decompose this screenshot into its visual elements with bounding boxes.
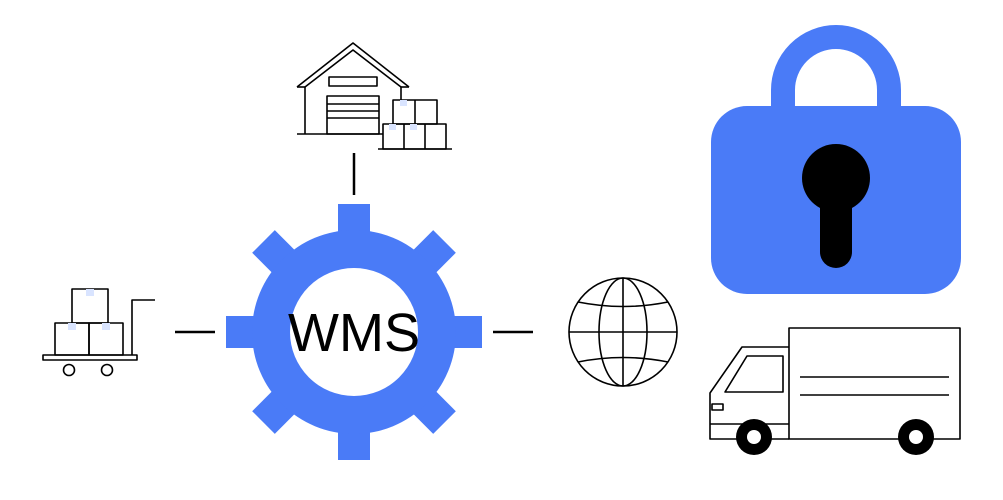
wms-gear-icon: WMS bbox=[226, 204, 482, 460]
keyhole-icon bbox=[802, 144, 870, 268]
warehouse-box-tapes bbox=[389, 100, 417, 130]
hand-truck-boxes-icon bbox=[42, 288, 155, 377]
globe-icon bbox=[568, 277, 678, 387]
warehouse-icon bbox=[296, 42, 452, 150]
padlock-icon bbox=[711, 25, 961, 294]
wms-label: WMS bbox=[288, 303, 420, 363]
connectors bbox=[175, 153, 533, 334]
hand-truck-box-tapes bbox=[68, 289, 110, 330]
truck-wheels bbox=[736, 419, 934, 455]
